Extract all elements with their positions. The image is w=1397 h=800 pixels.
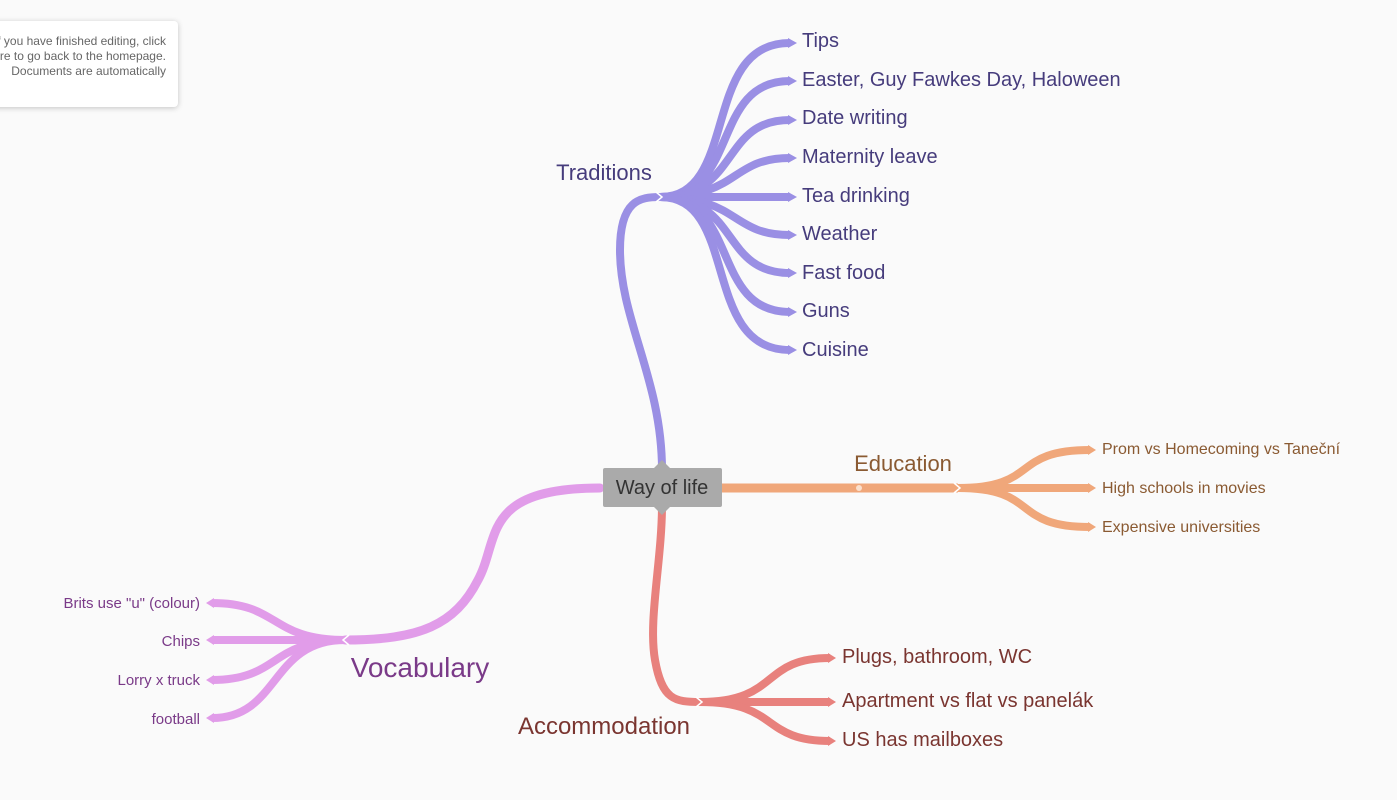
topic-tips[interactable]: Tips: [802, 30, 839, 52]
topic-weather[interactable]: Weather: [802, 223, 878, 245]
branch-traditions[interactable]: Traditions: [556, 160, 652, 185]
connector-universities: [957, 484, 1091, 531]
topic-mailboxes[interactable]: US has mailboxes: [842, 729, 1003, 751]
topic-fast-food[interactable]: Fast food: [802, 262, 885, 284]
arrow-tip: [828, 736, 836, 746]
arrow-tip: [1088, 483, 1096, 493]
connector-brits-u: [211, 599, 346, 644]
branch-accommodation-label[interactable]: Accommodation: [518, 713, 690, 740]
help-tooltip-line: Documents are automatically: [11, 64, 166, 78]
accommodation-child-connectors: [699, 654, 831, 745]
topic-guns[interactable]: Guns: [802, 300, 850, 322]
topic-brits-u[interactable]: Brits use "u" (colour): [63, 595, 200, 612]
connector-prom: [957, 446, 1091, 492]
connector-cuisine: [659, 193, 791, 354]
arrow-tip: [788, 192, 797, 202]
root-node-bottom-notch: [654, 507, 670, 515]
help-tooltip[interactable]: If you have finished editing, click here…: [0, 21, 178, 107]
connectors: [206, 38, 1096, 746]
topic-prom[interactable]: Prom vs Homecoming vs Taneční: [1102, 441, 1341, 458]
help-tooltip-text: If you have finished editing, click here…: [0, 34, 166, 79]
topic-high-schools[interactable]: High schools in movies: [1102, 480, 1266, 497]
arrow-tip: [828, 653, 836, 663]
root-node[interactable]: Way of life: [603, 460, 722, 515]
arrow-tip: [788, 307, 797, 317]
arrow-tip: [206, 635, 214, 645]
topic-apartment[interactable]: Apartment vs flat vs panelák: [842, 690, 1094, 712]
education-children: Prom vs Homecoming vs Taneční High schoo…: [1102, 441, 1341, 536]
arrow-tip: [828, 697, 836, 707]
topic-tea-drinking[interactable]: Tea drinking: [802, 185, 910, 207]
arrow-tip: [1088, 445, 1096, 455]
arrow-tip: [788, 76, 797, 86]
branch-traditions-label[interactable]: Traditions: [556, 160, 652, 185]
arrow-tip: [206, 713, 214, 723]
arrow-tip: [788, 268, 797, 278]
arrow-tip: [788, 345, 797, 355]
junction-chevron: [953, 482, 962, 494]
connector-football: [211, 636, 346, 722]
vocabulary-children: Brits use "u" (colour) Chips Lorry x tru…: [63, 595, 200, 728]
branch-accommodation[interactable]: Accommodation: [518, 713, 690, 740]
junction-chevron: [655, 191, 664, 203]
education-midpoint-dot: [856, 485, 862, 491]
connector-root-accommodation: [649, 501, 704, 706]
arrow-tip: [206, 675, 214, 685]
topic-football[interactable]: football: [152, 711, 200, 728]
traditions-child-connectors: [659, 39, 791, 354]
topic-chips[interactable]: Chips: [162, 633, 200, 650]
root-node-box: [603, 468, 722, 507]
branch-vocabulary[interactable]: Vocabulary: [351, 652, 490, 683]
accommodation-children: Plugs, bathroom, WC Apartment vs flat vs…: [842, 646, 1094, 751]
connector-mailboxes: [699, 698, 831, 745]
vocabulary-child-connectors: [211, 599, 346, 722]
education-child-connectors: [957, 446, 1091, 531]
arrow-tip: [1088, 522, 1096, 532]
topic-cuisine[interactable]: Cuisine: [802, 339, 869, 361]
arrow-tip: [788, 153, 797, 163]
topic-plugs[interactable]: Plugs, bathroom, WC: [842, 646, 1032, 668]
help-tooltip-line: here to go back to the homepage.: [0, 49, 166, 63]
root-node-top-notch: [654, 460, 670, 468]
topic-date-writing[interactable]: Date writing: [802, 107, 908, 129]
arrow-tip: [788, 38, 797, 48]
arrow-tip: [206, 598, 214, 608]
arrow-tip: [788, 230, 797, 240]
topic-easter[interactable]: Easter, Guy Fawkes Day, Haloween: [802, 69, 1121, 91]
connector-root-traditions: [615, 193, 666, 474]
topic-universities[interactable]: Expensive universities: [1102, 519, 1260, 536]
topic-maternity-leave[interactable]: Maternity leave: [802, 146, 938, 168]
junction-chevron: [341, 634, 350, 646]
branch-vocabulary-label[interactable]: Vocabulary: [351, 652, 490, 683]
topic-lorry[interactable]: Lorry x truck: [117, 672, 200, 689]
root-node-label: Way of life: [616, 477, 709, 499]
junction-chevron: [695, 696, 704, 708]
branch-education[interactable]: Education: [854, 451, 952, 476]
arrow-tip: [788, 115, 797, 125]
arrow-tips: [206, 38, 1096, 746]
connector-root-vocabulary: [340, 483, 605, 645]
help-tooltip-line: If you have finished editing, click: [0, 34, 166, 48]
traditions-children: Tips Easter, Guy Fawkes Day, Haloween Da…: [802, 30, 1121, 361]
connector-plugs: [699, 654, 831, 706]
branch-education-label[interactable]: Education: [854, 451, 952, 476]
